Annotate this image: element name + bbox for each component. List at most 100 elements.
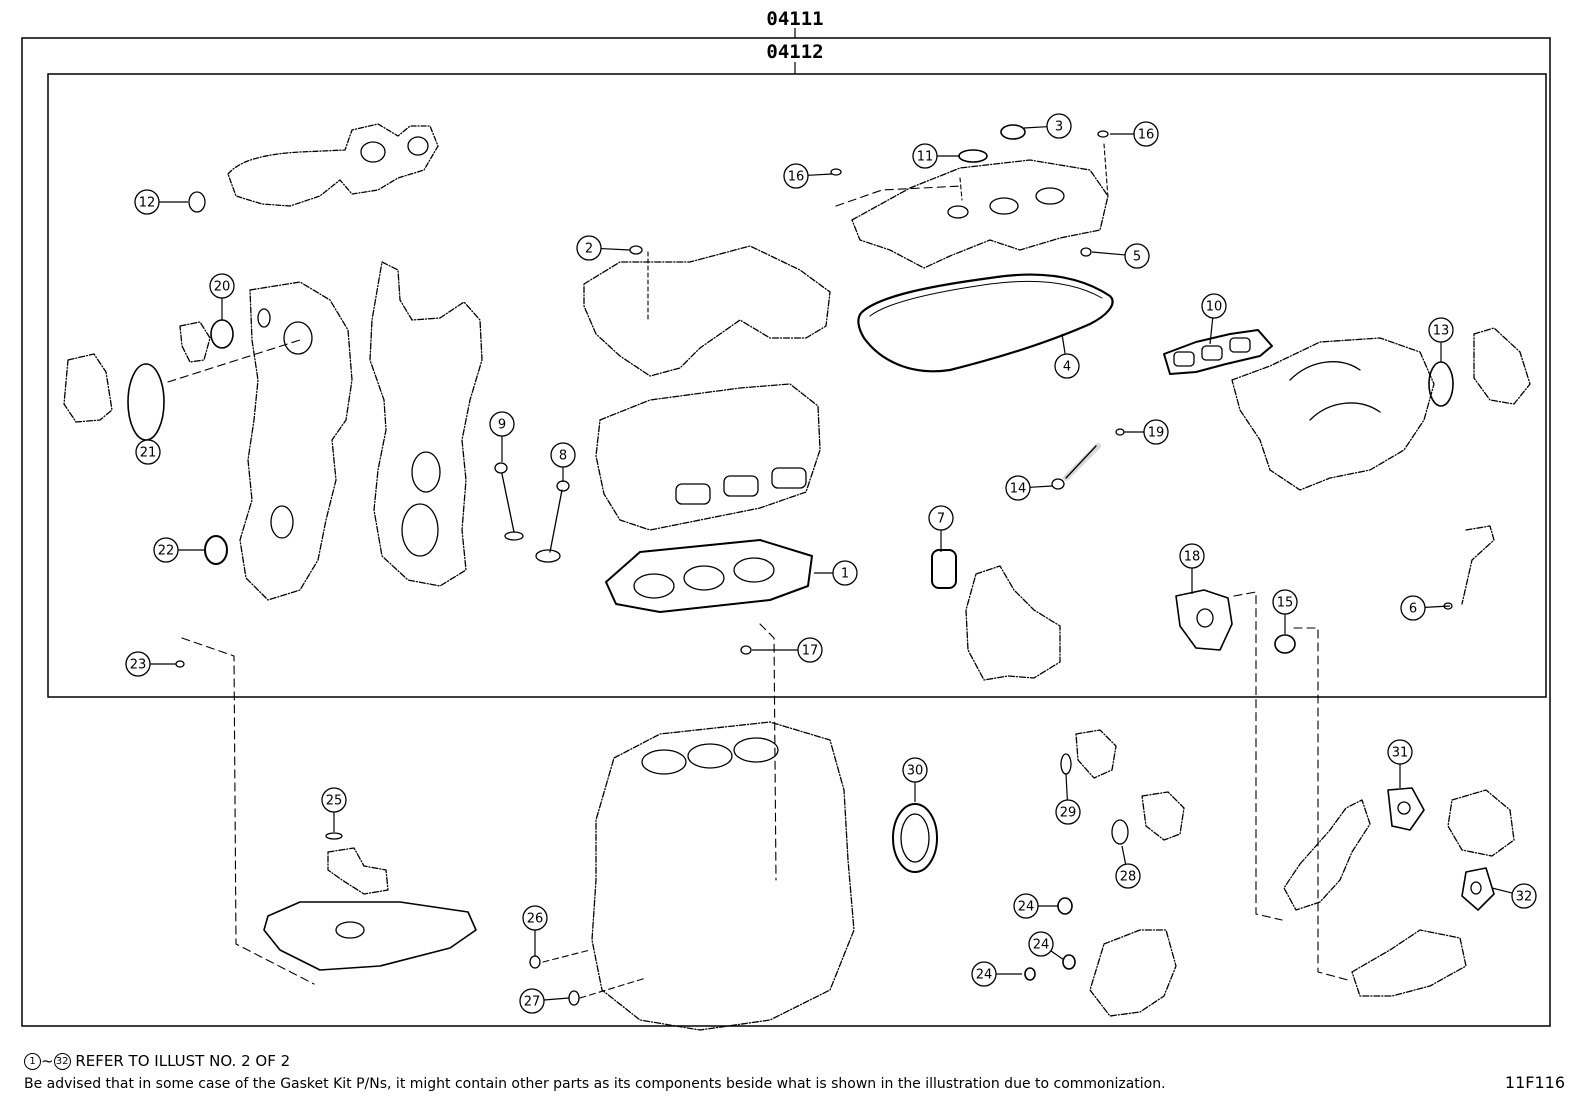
callout-leader bbox=[1023, 126, 1048, 129]
callout-leader bbox=[1491, 887, 1513, 894]
callout-2[interactable]: 2 bbox=[576, 235, 631, 261]
callout-circle bbox=[1201, 293, 1227, 319]
callout-10[interactable]: 10 bbox=[1201, 293, 1227, 345]
callout-circle bbox=[1272, 589, 1298, 615]
callout-leader bbox=[543, 997, 570, 1001]
callout-circle bbox=[153, 537, 179, 563]
callout-leader bbox=[1209, 317, 1214, 345]
callout-number: 16 bbox=[1138, 128, 1155, 143]
callout-number: 6 bbox=[1409, 602, 1417, 617]
callout-circle bbox=[1143, 419, 1169, 445]
callout-9[interactable]: 9 bbox=[489, 411, 515, 462]
callout-leader bbox=[1029, 485, 1053, 488]
callout-24[interactable]: 24 bbox=[1013, 893, 1058, 919]
callout-14[interactable]: 14 bbox=[1005, 475, 1053, 501]
callout-30[interactable]: 30 bbox=[902, 757, 928, 802]
range-start-badge: 1 bbox=[24, 1053, 41, 1070]
callout-20[interactable]: 20 bbox=[209, 273, 235, 320]
callout-28[interactable]: 28 bbox=[1115, 845, 1141, 889]
callout-number: 9 bbox=[498, 418, 506, 433]
callout-number: 8 bbox=[559, 449, 567, 464]
intake-manifold-gasket bbox=[1163, 329, 1273, 375]
callout-24[interactable]: 24 bbox=[1028, 931, 1065, 961]
callout-18[interactable]: 18 bbox=[1179, 543, 1205, 594]
callout-number: 12 bbox=[139, 196, 156, 211]
callout-24[interactable]: 24 bbox=[971, 961, 1022, 987]
callout-number: 24 bbox=[1018, 900, 1035, 915]
callout-number: 4 bbox=[1063, 360, 1071, 375]
callout-number: 23 bbox=[130, 658, 147, 673]
callout-leader bbox=[1424, 605, 1451, 608]
callout-16[interactable]: 16 bbox=[1110, 121, 1159, 147]
callout-17[interactable]: 17 bbox=[752, 637, 823, 663]
callout-7[interactable]: 7 bbox=[928, 505, 954, 552]
callout-circle bbox=[1054, 353, 1080, 379]
callout-25[interactable]: 25 bbox=[321, 787, 347, 832]
callout-6[interactable]: 6 bbox=[1400, 595, 1451, 621]
callout-13[interactable]: 13 bbox=[1428, 317, 1454, 362]
timing-cover bbox=[239, 281, 353, 601]
callout-number: 25 bbox=[326, 794, 343, 809]
turbo-housing bbox=[1447, 789, 1515, 857]
callout-11[interactable]: 11 bbox=[912, 143, 960, 169]
callout-number: 3 bbox=[1055, 120, 1063, 135]
callout-1[interactable]: 1 bbox=[814, 560, 858, 586]
callout-circle bbox=[519, 988, 545, 1014]
callout-number: 24 bbox=[976, 968, 993, 983]
callout-circle bbox=[1387, 739, 1413, 765]
callout-27[interactable]: 27 bbox=[519, 988, 570, 1014]
callout-circle bbox=[1115, 863, 1141, 889]
callout-number: 5 bbox=[1133, 250, 1141, 265]
callout-circle bbox=[1133, 121, 1159, 147]
callout-26[interactable]: 26 bbox=[522, 905, 548, 956]
callout-19[interactable]: 19 bbox=[1124, 419, 1169, 445]
callout-3[interactable]: 3 bbox=[1023, 113, 1072, 139]
callout-31[interactable]: 31 bbox=[1387, 739, 1413, 788]
callout-circle bbox=[576, 235, 602, 261]
callout-22[interactable]: 22 bbox=[153, 537, 204, 563]
callout-number: 2 bbox=[585, 242, 593, 257]
oil-strainer bbox=[327, 847, 389, 895]
callout-number: 29 bbox=[1060, 806, 1077, 821]
callout-circle bbox=[1046, 113, 1072, 139]
oil-pump-cover-left bbox=[63, 353, 113, 423]
callout-leader bbox=[807, 173, 833, 176]
callout-number: 13 bbox=[1433, 324, 1450, 339]
callout-16[interactable]: 16 bbox=[783, 163, 833, 189]
callout-circle bbox=[1013, 893, 1039, 919]
callout-circle bbox=[902, 757, 928, 783]
callout-layer: 1234567891011121314151616171819202122232… bbox=[125, 113, 1537, 1014]
callout-number: 21 bbox=[140, 446, 157, 461]
callout-number: 15 bbox=[1277, 596, 1294, 611]
callout-8[interactable]: 8 bbox=[550, 442, 576, 482]
callout-4[interactable]: 4 bbox=[1054, 333, 1080, 379]
callout-29[interactable]: 29 bbox=[1055, 773, 1081, 825]
callout-number: 17 bbox=[802, 644, 819, 659]
valve-cover bbox=[851, 159, 1109, 269]
inner-kit-code[interactable]: 04112 bbox=[766, 41, 823, 63]
callout-circle bbox=[971, 961, 997, 987]
callout-23[interactable]: 23 bbox=[125, 651, 176, 677]
range-note-text: REFER TO ILLUST NO. 2 OF 2 bbox=[75, 1052, 291, 1070]
callout-circle bbox=[797, 637, 823, 663]
callout-leader bbox=[1065, 773, 1068, 801]
intake-manifold bbox=[1231, 337, 1435, 491]
callout-5[interactable]: 5 bbox=[1091, 243, 1150, 269]
outer-kit-code[interactable]: 04111 bbox=[766, 8, 823, 30]
exhaust-manifold bbox=[1283, 799, 1371, 911]
callout-number: 18 bbox=[1184, 550, 1201, 565]
throttle-body bbox=[1473, 327, 1531, 405]
cylinder-head bbox=[595, 383, 821, 531]
callout-number: 7 bbox=[937, 512, 945, 527]
range-end-badge: 32 bbox=[53, 1053, 71, 1070]
callout-32[interactable]: 32 bbox=[1491, 883, 1537, 909]
callout-15[interactable]: 15 bbox=[1272, 589, 1298, 634]
callout-12[interactable]: 12 bbox=[134, 189, 188, 215]
illustration-ref: 11F116 bbox=[1505, 1073, 1565, 1092]
water-inlet bbox=[965, 565, 1061, 681]
manifold-upper-left bbox=[227, 123, 439, 207]
callout-21[interactable]: 21 bbox=[135, 439, 161, 465]
callout-circle bbox=[135, 439, 161, 465]
callout-leader bbox=[600, 247, 631, 251]
